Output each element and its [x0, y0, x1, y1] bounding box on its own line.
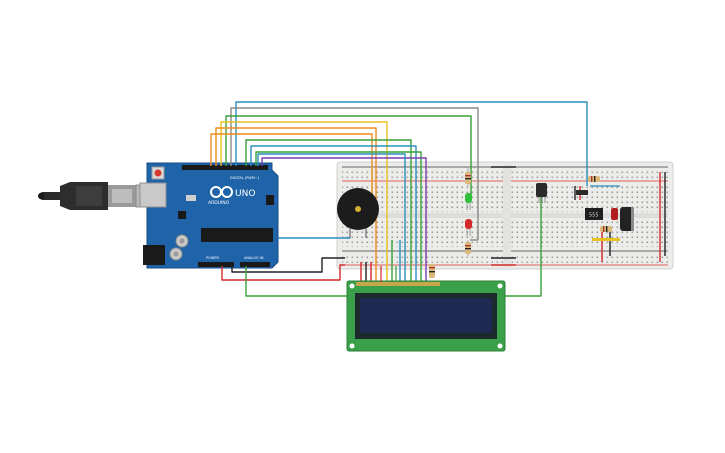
usb-socket — [139, 182, 167, 208]
wire-blue-3 — [257, 153, 406, 282]
wire-yellow-1 — [220, 121, 388, 282]
resistor-red-led[interactable] — [465, 240, 471, 256]
ic-555-label: 555 — [589, 213, 599, 219]
wire-purple — [261, 157, 427, 282]
power-header[interactable] — [198, 262, 234, 267]
small-capacitor[interactable] — [576, 190, 588, 195]
lcd-pin-header[interactable] — [356, 282, 440, 286]
dc-jack — [143, 245, 165, 265]
ceramic-capacitor[interactable] — [611, 208, 618, 220]
wires — [210, 101, 666, 297]
lcd-display[interactable] — [346, 280, 506, 352]
brand-label: ARDUINO — [208, 200, 230, 206]
led-green[interactable] — [465, 193, 472, 210]
arduino-board[interactable]: UNO ARDUINO DIGITAL (PWM~) POWER ANALOG … — [139, 162, 279, 269]
wire-black-gnd — [231, 257, 345, 273]
resistor-timer-1[interactable] — [588, 176, 600, 182]
digital-header-label: DIGITAL (PWM~) — [230, 176, 260, 180]
resistor-lcd[interactable] — [429, 264, 435, 278]
temperature-sensor[interactable] — [536, 183, 547, 203]
analog-header[interactable] — [240, 262, 270, 267]
wire-blue-2 — [250, 145, 417, 282]
led-red[interactable] — [465, 219, 472, 236]
lcd-screen — [360, 298, 492, 333]
ic-555-timer[interactable]: 555 — [585, 208, 603, 220]
wire-green-3 — [255, 151, 422, 282]
microcontroller-chip — [201, 228, 273, 242]
wire-green-2 — [245, 139, 412, 282]
resistor-green-led[interactable] — [465, 168, 471, 186]
piezo-buzzer[interactable] — [337, 188, 379, 238]
analog-header-label: ANALOG IN — [244, 256, 264, 260]
board-model-label: UNO — [235, 189, 255, 199]
wire-orange-2 — [210, 133, 373, 220]
power-header-label: POWER — [206, 256, 220, 260]
yellow-jumper — [592, 238, 620, 241]
wire-green-top — [225, 115, 472, 200]
wire-red-5v — [221, 264, 345, 281]
electrolytic-capacitor[interactable] — [620, 207, 634, 231]
resistor-timer-2[interactable] — [600, 226, 612, 232]
wire-gray-top — [230, 107, 479, 240]
lcd-pin-wires — [380, 266, 397, 282]
arduino-logo: UNO ARDUINO — [208, 186, 255, 206]
digital-header[interactable] — [182, 165, 268, 170]
